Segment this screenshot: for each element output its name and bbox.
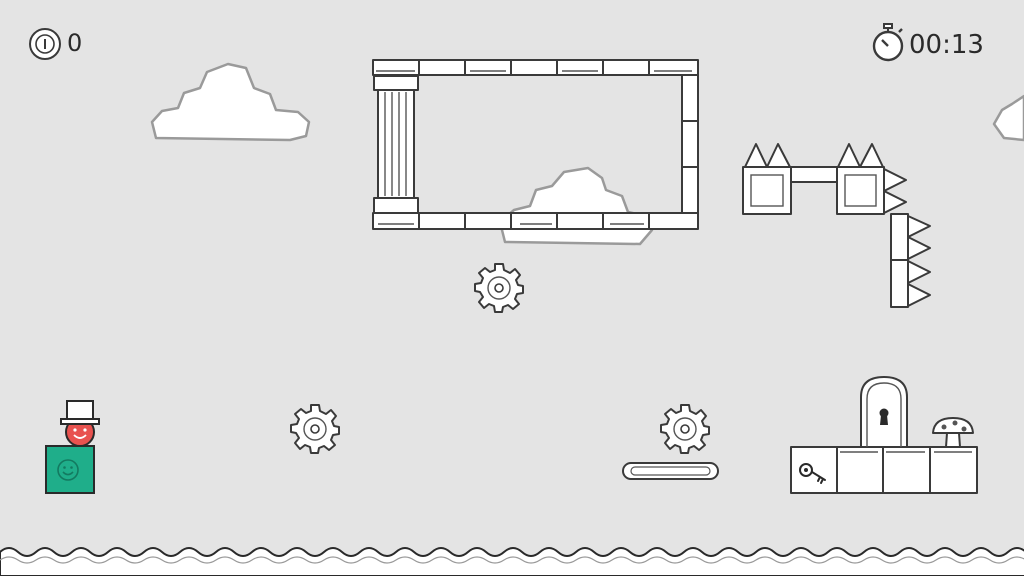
spike [907,260,931,284]
moving-platform [622,462,719,480]
spike [907,283,931,307]
spike [907,215,931,238]
spike [766,143,791,168]
brick-column-right [681,74,699,214]
keyhole-icon [879,408,889,425]
spike [837,143,861,168]
spike [907,236,931,260]
timer-text: 00:13 [909,30,984,60]
spike [883,168,907,192]
spike [883,190,907,214]
cloud [498,166,654,246]
goal-platform [790,446,978,494]
brick-row-top [372,59,699,76]
gear-icon [660,404,710,454]
greek-pillar [373,75,419,214]
brick-frame [372,59,699,230]
key-icon [799,463,826,484]
spike [744,143,768,168]
mushroom-icon [932,417,974,448]
spike [859,143,884,168]
brick-row-bottom [372,212,699,230]
spike-block-structure [742,143,931,308]
coin-count: 0 [67,29,83,57]
coin-icon [28,27,62,61]
cloud [992,94,1024,142]
cloud [150,62,311,142]
water-hazard [0,547,1024,576]
player-character [60,400,100,447]
start-block [45,445,95,494]
stopwatch-icon [870,23,906,63]
gear-icon [290,404,340,454]
gear-icon [474,263,524,313]
